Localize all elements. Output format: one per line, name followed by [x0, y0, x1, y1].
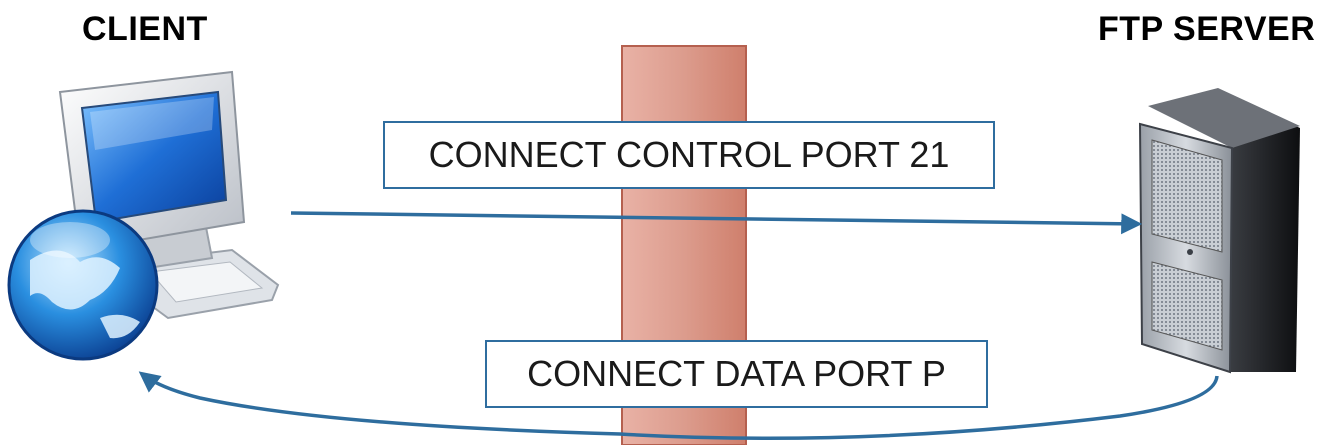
server-title: FTP SERVER: [1098, 10, 1316, 48]
client-title: CLIENT: [82, 10, 208, 48]
computer-globe-icon: [7, 70, 280, 361]
server-tower-icon: [1138, 88, 1300, 374]
control-connection-text: CONNECT CONTROL PORT 21: [428, 134, 950, 175]
data-connection-label: CONNECT DATA PORT P: [485, 340, 988, 408]
control-connection-label: CONNECT CONTROL PORT 21: [383, 121, 995, 189]
control-connection-arrow: [290, 211, 1143, 235]
data-connection-arrow: [138, 371, 1219, 441]
data-connection-text: CONNECT DATA PORT P: [527, 353, 946, 394]
